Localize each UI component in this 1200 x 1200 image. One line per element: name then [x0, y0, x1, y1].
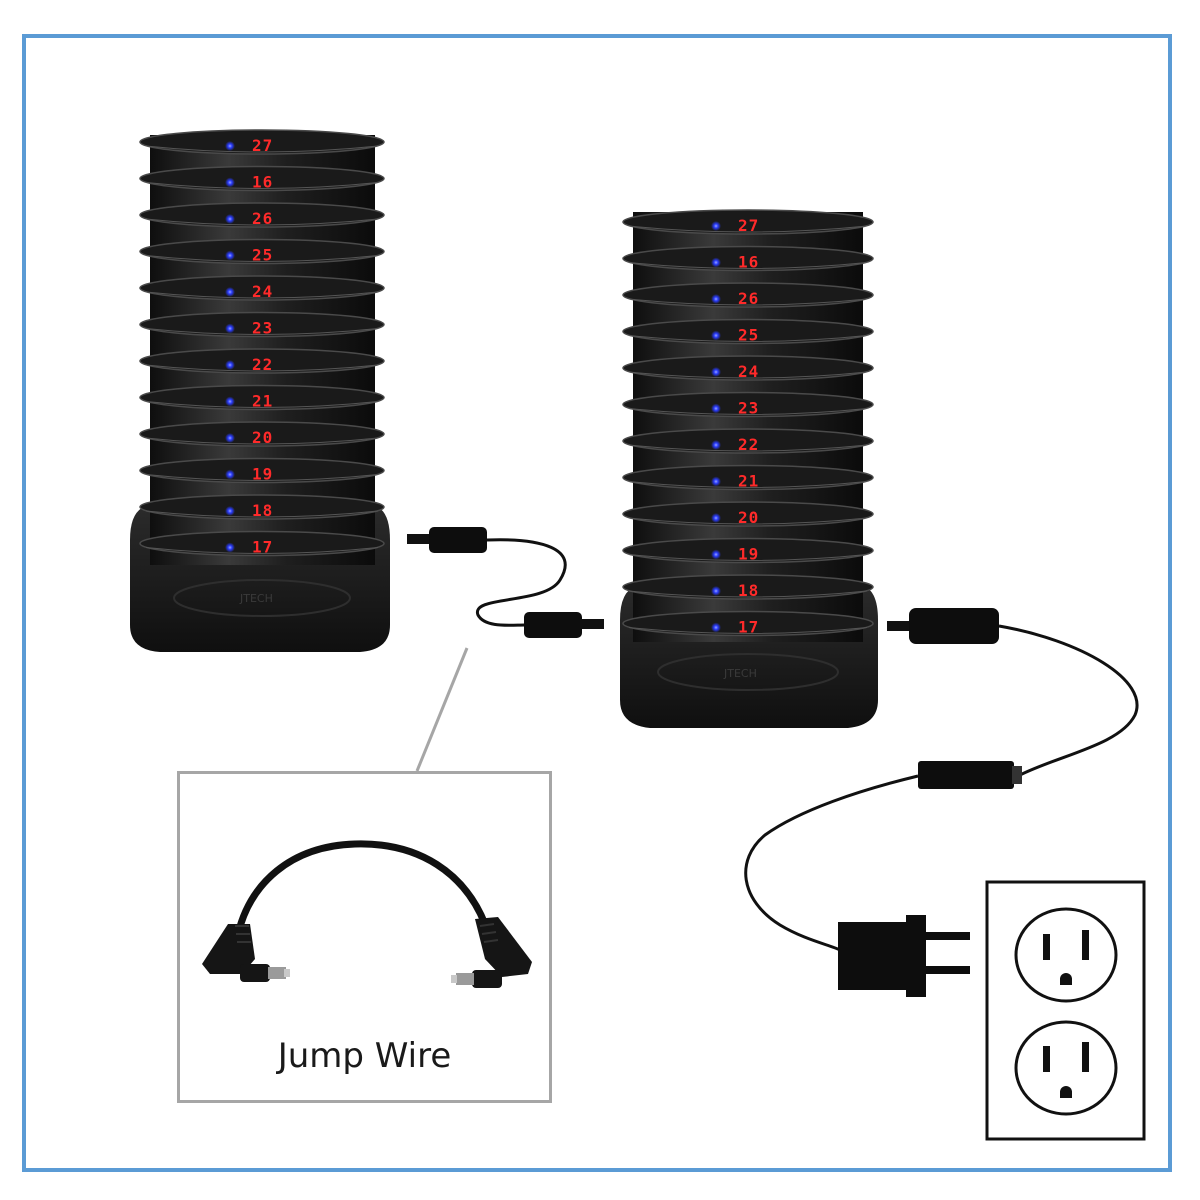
pager-number: 18 — [738, 581, 759, 600]
power-plug-icon — [838, 915, 970, 997]
pager-number: 26 — [252, 209, 273, 228]
pager-led — [225, 396, 235, 407]
pager-led — [225, 177, 235, 188]
pager-number: 22 — [252, 355, 273, 374]
base-brand-right: JTECH — [723, 667, 757, 680]
pager-number: 19 — [252, 465, 273, 484]
pager-number: 20 — [252, 428, 273, 447]
pager-disc: 27 — [139, 129, 385, 155]
pager-number: 21 — [738, 472, 759, 491]
wall-outlet-icon — [985, 880, 1146, 1141]
pager-disc: 20 — [622, 501, 874, 527]
pager-number: 17 — [738, 618, 759, 637]
jump-wire-left-plug-icon — [202, 924, 290, 982]
pager-led — [225, 214, 235, 224]
pager-number: 23 — [252, 319, 273, 338]
pager-number: 20 — [738, 508, 759, 527]
pager-led — [225, 323, 235, 334]
pager-number: 19 — [738, 545, 759, 564]
pager-led — [711, 294, 721, 304]
pager-led — [711, 476, 721, 487]
pager-disc: 19 — [139, 457, 385, 484]
pager-disc: 23 — [622, 391, 874, 418]
jump-wire-right-plug-icon — [451, 917, 532, 988]
pager-led — [711, 330, 721, 341]
pager-disc: 26 — [139, 202, 385, 228]
pager-number: 24 — [252, 282, 273, 301]
pager-led — [711, 221, 721, 231]
pager-number: 27 — [252, 136, 273, 155]
pager-disc: 26 — [622, 282, 874, 308]
pager-led — [711, 403, 721, 414]
pager-led — [225, 250, 235, 261]
pager-disc: 22 — [622, 428, 874, 454]
outlet-socket-bottom — [1014, 1020, 1118, 1116]
pager-led — [711, 586, 721, 596]
pager-led — [711, 513, 721, 523]
pager-led — [225, 506, 235, 516]
pager-number: 25 — [738, 326, 759, 345]
callout-line — [415, 647, 469, 772]
pager-disc: 20 — [139, 421, 385, 447]
pager-led — [711, 367, 721, 377]
pager-disc: 18 — [622, 574, 874, 600]
pager-disc: 24 — [622, 355, 874, 381]
base-emblem-left — [173, 579, 351, 617]
pager-disc: 16 — [622, 245, 874, 272]
pager-disc: 21 — [622, 464, 874, 491]
pager-led — [711, 257, 721, 268]
pager-stack-left: JTECH 27 16 26 25 24 23 22 21 20 19 18 17 — [130, 129, 390, 652]
pager-led — [225, 360, 235, 370]
pager-led — [225, 433, 235, 443]
pager-disc: 27 — [622, 209, 874, 235]
pager-number: 26 — [738, 289, 759, 308]
pager-disc: 16 — [139, 165, 385, 192]
pager-number: 16 — [252, 173, 273, 192]
pager-disc: 21 — [139, 384, 385, 411]
pager-number: 23 — [738, 399, 759, 418]
pager-disc: 23 — [139, 311, 385, 338]
pager-disc: 25 — [139, 238, 385, 265]
pager-disc: 17 — [139, 530, 385, 557]
base-brand-left: JTECH — [239, 592, 273, 605]
pager-disc: 18 — [139, 494, 385, 520]
pager-number: 25 — [252, 246, 273, 265]
base-emblem-right — [657, 653, 839, 691]
pager-led — [225, 469, 235, 480]
pager-disc: 17 — [622, 610, 874, 637]
pager-number: 17 — [252, 538, 273, 557]
pager-led — [711, 440, 721, 450]
pager-led — [225, 542, 235, 553]
pager-disc: 24 — [139, 275, 385, 301]
diagram-frame — [22, 34, 1172, 1172]
pager-disc: 22 — [139, 348, 385, 374]
pager-led — [225, 141, 235, 151]
pager-stack-right: JTECH 27 16 26 25 24 23 22 21 20 19 18 17 — [620, 209, 878, 728]
jump-wire-label: Jump Wire — [277, 1036, 452, 1076]
pager-led — [711, 549, 721, 560]
power-adapter-icon — [744, 608, 1139, 952]
pager-number: 18 — [252, 501, 273, 520]
pager-number: 24 — [738, 362, 759, 381]
outlet-socket-top — [1014, 907, 1118, 1003]
pager-disc: 25 — [622, 318, 874, 345]
jump-wire-icon — [407, 527, 604, 638]
pager-number: 21 — [252, 392, 273, 411]
jump-wire-inset: Jump Wire — [177, 771, 552, 1103]
pager-number: 16 — [738, 253, 759, 272]
pager-number: 22 — [738, 435, 759, 454]
pager-number: 27 — [738, 216, 759, 235]
pager-led — [225, 287, 235, 297]
pager-disc: 19 — [622, 537, 874, 564]
pager-led — [711, 622, 721, 633]
jump-wire-photo — [202, 840, 532, 988]
